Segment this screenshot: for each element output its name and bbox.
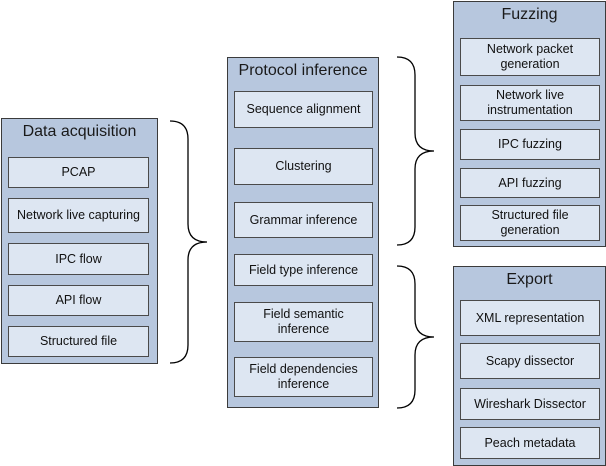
structured-file-generation-box: Structured file generation	[460, 205, 600, 241]
field-semantic-inference-box: Field semantic inference	[234, 302, 373, 342]
data-acquisition-panel: Data acquisition PCAP Network live captu…	[1, 118, 158, 364]
xml-representation-box: XML representation	[460, 300, 600, 336]
brace-inference-to-export	[396, 265, 435, 409]
sequence-alignment-box: Sequence alignment	[234, 91, 373, 128]
grammar-inference-box: Grammar inference	[234, 202, 373, 238]
export-title: Export	[506, 271, 553, 288]
api-fuzzing-box: API fuzzing	[460, 168, 600, 198]
brace-inference-to-fuzzing	[396, 56, 435, 246]
clustering-box: Clustering	[234, 148, 373, 185]
fuzzing-title: Fuzzing	[501, 6, 558, 23]
peach-metadata-box: Peach metadata	[460, 427, 600, 459]
field-dependencies-inference-box: Field dependencies inference	[234, 357, 373, 397]
api-flow-box: API flow	[8, 285, 149, 316]
wireshark-dissector-box: Wireshark Dissector	[460, 388, 600, 420]
data-acquisition-title: Data acquisition	[22, 123, 137, 140]
brace-acquisition-to-inference	[169, 120, 208, 364]
fuzzing-panel: Fuzzing Network packet generation Networ…	[453, 1, 606, 247]
field-type-inference-box: Field type inference	[234, 254, 373, 286]
pcap-box: PCAP	[8, 157, 149, 188]
network-live-instrumentation-box: Network live instrumentation	[460, 85, 600, 121]
ipc-flow-box: IPC flow	[8, 243, 149, 275]
export-panel: Export XML representation Scapy dissecto…	[453, 266, 606, 466]
network-packet-generation-box: Network packet generation	[460, 38, 600, 76]
structured-file-box: Structured file	[8, 326, 149, 357]
protocol-inference-panel: Protocol inference Sequence alignment Cl…	[227, 57, 379, 408]
network-live-capturing-box: Network live capturing	[8, 198, 149, 233]
protocol-inference-title: Protocol inference	[238, 62, 368, 79]
ipc-fuzzing-box: IPC fuzzing	[460, 129, 600, 160]
scapy-dissector-box: Scapy dissector	[460, 343, 600, 379]
